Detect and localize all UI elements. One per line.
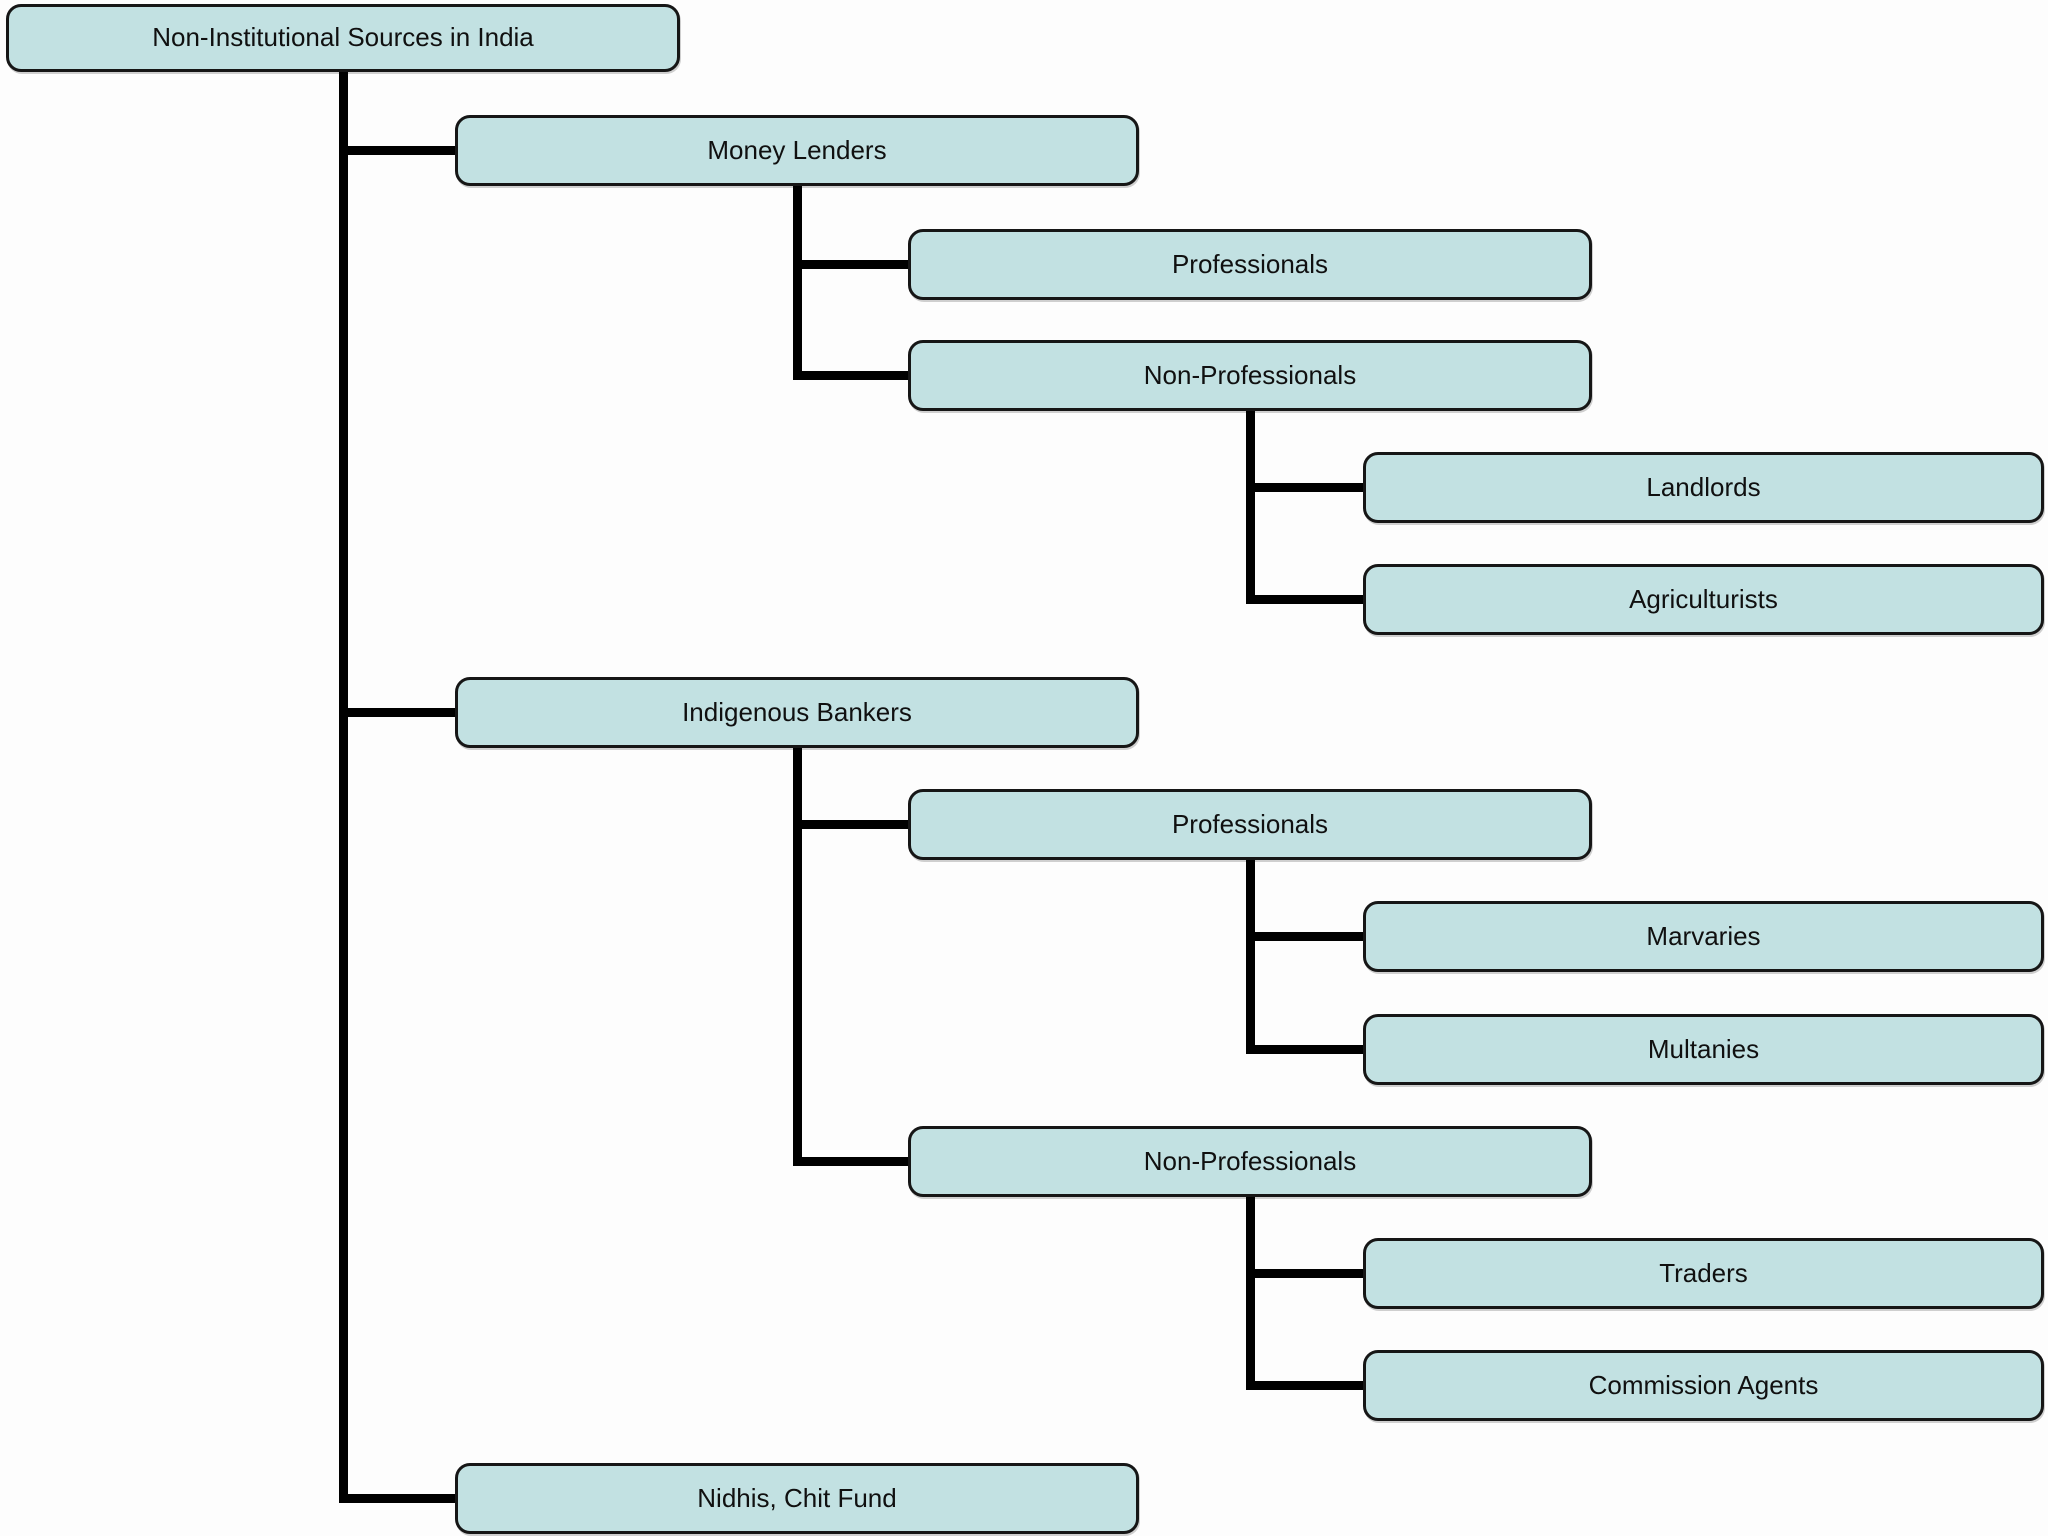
node-indigenous-bankers: Indigenous Bankers [455,677,1139,748]
node-label: Traders [1659,1257,1748,1288]
node-label: Indigenous Bankers [682,696,912,727]
connector-stub-money-lenders [340,146,455,155]
node-label: Non-Institutional Sources in India [152,22,534,53]
connector-stub-commission-agents [1246,1381,1363,1390]
node-landlords: Landlords [1363,452,2044,523]
node-label: Professionals [1171,808,1329,839]
node-label: Landlords [1646,471,1761,502]
node-label: Multanies [1647,1033,1760,1064]
node-label: Money Lenders [707,134,887,165]
connector-stub-traders [1246,1269,1363,1278]
node-non-professionals-indigenous-bankers: Non-Professionals [908,1126,1592,1197]
connector-stub-multanies [1246,1045,1363,1054]
node-label: Non-Professionals [1143,1145,1357,1176]
node-label: Agriculturists [1629,583,1778,614]
node-professionals-indigenous-bankers: Professionals [908,789,1592,860]
node-money-lenders: Money Lenders [455,115,1139,186]
connector-stub-professionals-ml [793,260,908,269]
node-professionals-money-lenders: Professionals [908,229,1592,300]
node-nidhis-chit-fund: Nidhis, Chit Fund [455,1463,1139,1534]
node-traders: Traders [1363,1238,2044,1309]
connector-stub-non-professionals-ml [793,371,908,380]
node-label: Nidhis, Chit Fund [697,1482,897,1513]
connector-non-professionals-ml-vertical [1246,411,1255,604]
node-label: Commission Agents [1588,1369,1819,1400]
connector-non-professionals-ib-vertical [1246,1197,1255,1390]
connector-stub-non-professionals-ib [793,1157,908,1166]
connector-stub-nidhis-chit-fund [340,1494,455,1503]
node-label: Non-Professionals [1143,359,1357,390]
node-commission-agents: Commission Agents [1363,1350,2044,1421]
connector-root-vertical [339,71,348,1503]
node-multanies: Multanies [1363,1014,2044,1085]
connector-professionals-ib-vertical [1246,860,1255,1054]
connector-stub-indigenous-bankers [340,708,455,717]
connector-money-lenders-vertical [793,186,802,380]
node-label: Professionals [1171,248,1329,279]
connector-stub-professionals-ib [793,820,908,829]
node-label: Marvaries [1646,920,1761,951]
node-agriculturists: Agriculturists [1363,564,2044,635]
connector-stub-marvaries [1246,932,1363,941]
connector-stub-landlords [1246,483,1363,492]
node-non-professionals-money-lenders: Non-Professionals [908,340,1592,411]
connector-indigenous-vertical [793,748,802,1166]
connector-stub-agriculturists [1246,595,1363,604]
node-marvaries: Marvaries [1363,901,2044,972]
node-non-institutional-sources: Non-Institutional Sources in India [6,4,680,72]
